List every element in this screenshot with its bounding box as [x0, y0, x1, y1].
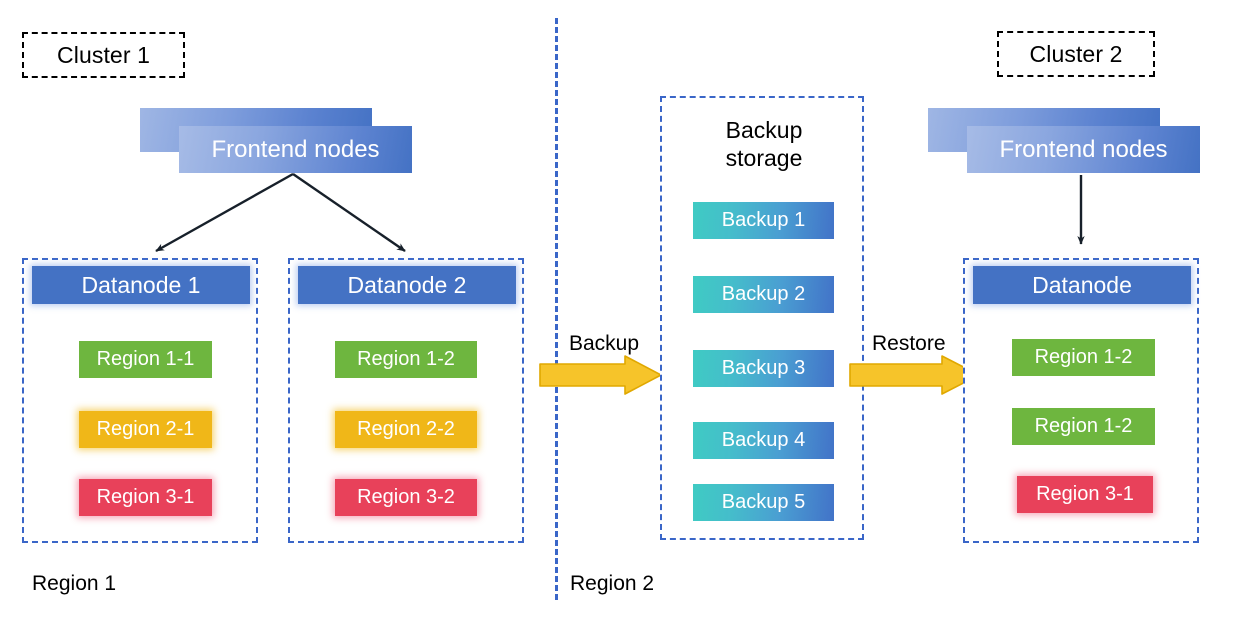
- datanode-1-container: Datanode 1 Region 1-1 Region 2-1 Region …: [22, 258, 258, 543]
- cluster-2-datanode-region-1-label: Region 1-2: [1034, 415, 1133, 437]
- cluster-2-datanode-region-2-label: Region 3-1: [1036, 483, 1134, 505]
- cluster-2-datanode-region-0-label: Region 1-2: [1034, 346, 1133, 368]
- backup-storage-title-line2: storage: [725, 145, 803, 172]
- backup-item-0-label: Backup 1: [721, 209, 806, 231]
- region-label-right: Region 2: [570, 572, 654, 596]
- restore-arrow-label-text: Restore: [872, 332, 946, 355]
- datanode-1-region-2[interactable]: Region 3-1: [79, 479, 212, 516]
- backup-storage-container: Backup storage Backup 1 Backup 2 Backup …: [660, 96, 864, 540]
- datanode-2-region-2[interactable]: Region 3-2: [335, 479, 477, 516]
- backup-item-1[interactable]: Backup 2: [693, 276, 834, 313]
- backup-arrow-label-text: Backup: [569, 332, 640, 355]
- arrow-frontend1-to-datanode1: [155, 172, 294, 253]
- cluster-1-frontend-label: Frontend nodes: [211, 135, 380, 163]
- backup-item-3[interactable]: Backup 4: [693, 422, 834, 459]
- cluster-2-frontend-card[interactable]: Frontend nodes: [967, 126, 1200, 173]
- backup-storage-title-line1: Backup: [725, 117, 803, 143]
- backup-item-4[interactable]: Backup 5: [693, 484, 834, 521]
- backup-item-0[interactable]: Backup 1: [693, 202, 834, 239]
- datanode-1-region-0-label: Region 1-1: [96, 348, 195, 370]
- datanode-2-header-label: Datanode 2: [347, 271, 467, 298]
- datanode-1-header[interactable]: Datanode 1: [32, 266, 250, 304]
- cluster-2-tag: Cluster 2: [997, 31, 1155, 77]
- region-label-left-text: Region 1: [32, 572, 117, 595]
- cluster-2-datanode-header[interactable]: Datanode: [973, 266, 1191, 304]
- backup-item-2[interactable]: Backup 3: [693, 350, 834, 387]
- datanode-2-region-0-label: Region 1-2: [357, 348, 455, 370]
- backup-item-1-label: Backup 2: [721, 283, 806, 305]
- backup-item-4-label: Backup 5: [721, 491, 806, 513]
- cluster-2-datanode-header-label: Datanode: [1032, 271, 1132, 298]
- region-label-left: Region 1: [32, 572, 116, 596]
- backup-storage-title: Backup storage: [662, 116, 866, 172]
- backup-arrow-shape: [539, 355, 662, 395]
- region-label-right-text: Region 2: [570, 572, 655, 595]
- cluster-1-frontend-card[interactable]: Frontend nodes: [179, 126, 412, 173]
- cluster-2-datanode-region-0[interactable]: Region 1-2: [1012, 339, 1155, 376]
- cluster-2-frontend-group: Frontend nodes: [928, 108, 1200, 173]
- datanode-1-header-label: Datanode 1: [81, 271, 201, 298]
- restore-arrow-label: Restore: [872, 332, 946, 356]
- arrow-frontend1-to-datanode2: [292, 173, 406, 252]
- cluster-2-tag-label: Cluster 2: [1029, 40, 1123, 67]
- datanode-2-region-1[interactable]: Region 2-2: [335, 411, 477, 448]
- restore-arrow-shape: [849, 355, 980, 395]
- cluster-2-frontend-label: Frontend nodes: [999, 135, 1168, 163]
- cluster-2-datanode-container: Datanode Region 1-2 Region 1-2 Region 3-…: [963, 258, 1199, 543]
- datanode-1-region-1-label: Region 2-1: [96, 418, 195, 440]
- cluster-2-datanode-region-2[interactable]: Region 3-1: [1017, 476, 1153, 513]
- cluster-1-tag: Cluster 1: [22, 32, 185, 78]
- datanode-1-region-2-label: Region 3-1: [96, 486, 195, 508]
- cluster-1-frontend-group: Frontend nodes: [140, 108, 412, 173]
- cluster-1-tag-label: Cluster 1: [57, 41, 150, 68]
- datanode-2-region-0[interactable]: Region 1-2: [335, 341, 477, 378]
- restore-block-arrow: [849, 355, 980, 395]
- backup-block-arrow: [539, 355, 662, 395]
- backup-item-3-label: Backup 4: [721, 429, 806, 451]
- datanode-2-container: Datanode 2 Region 1-2 Region 2-2 Region …: [288, 258, 524, 543]
- datanode-1-region-0[interactable]: Region 1-1: [79, 341, 212, 378]
- datanode-2-region-1-label: Region 2-2: [357, 418, 455, 440]
- cluster-2-datanode-region-1[interactable]: Region 1-2: [1012, 408, 1155, 445]
- datanode-2-header[interactable]: Datanode 2: [298, 266, 516, 304]
- region-divider: [555, 18, 558, 600]
- datanode-2-region-2-label: Region 3-2: [357, 486, 455, 508]
- backup-arrow-label: Backup: [569, 332, 639, 356]
- backup-item-2-label: Backup 3: [721, 357, 806, 379]
- datanode-1-region-1[interactable]: Region 2-1: [79, 411, 212, 448]
